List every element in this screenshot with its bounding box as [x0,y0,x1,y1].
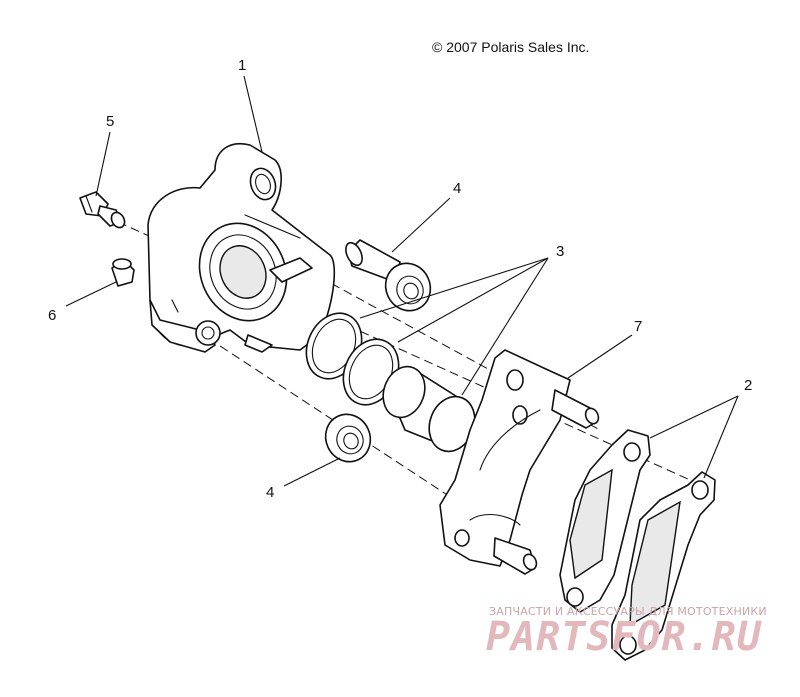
caliper-body [147,143,336,353]
guide-pin-upper [345,239,432,312]
callout-leaders [65,75,739,487]
watermark-site: PARTSFOR.RU [486,614,762,660]
caliper-bracket [439,349,600,575]
callout-4-lower: 4 [266,484,274,501]
copyright-text: © 2007 Polaris Sales Inc. [432,39,589,55]
callout-2: 2 [744,377,752,394]
watermark-tagline: ЗАПЧАСТИ И АКСЕССУАРЫ ДЛЯ МОТОТЕХНИКИ [489,605,767,618]
bleeder-screw [79,191,126,229]
callout-4-upper: 4 [453,180,461,197]
callout-1: 1 [238,57,246,74]
callout-5: 5 [106,113,114,130]
guide-pin-lower [324,413,372,463]
bleeder-cap [111,258,135,287]
callout-6: 6 [48,307,56,324]
callout-3: 3 [556,243,564,260]
brake-pad-outer [611,471,716,661]
callout-labels: 1 2 3 4 4 5 6 7 [48,57,752,501]
caliper-piston [382,365,476,453]
brake-pad-inner [559,429,651,613]
watermark: ЗАПЧАСТИ И АКСЕССУАРЫ ДЛЯ МОТОТЕХНИКИ PA… [486,605,767,660]
callout-7: 7 [634,318,642,335]
